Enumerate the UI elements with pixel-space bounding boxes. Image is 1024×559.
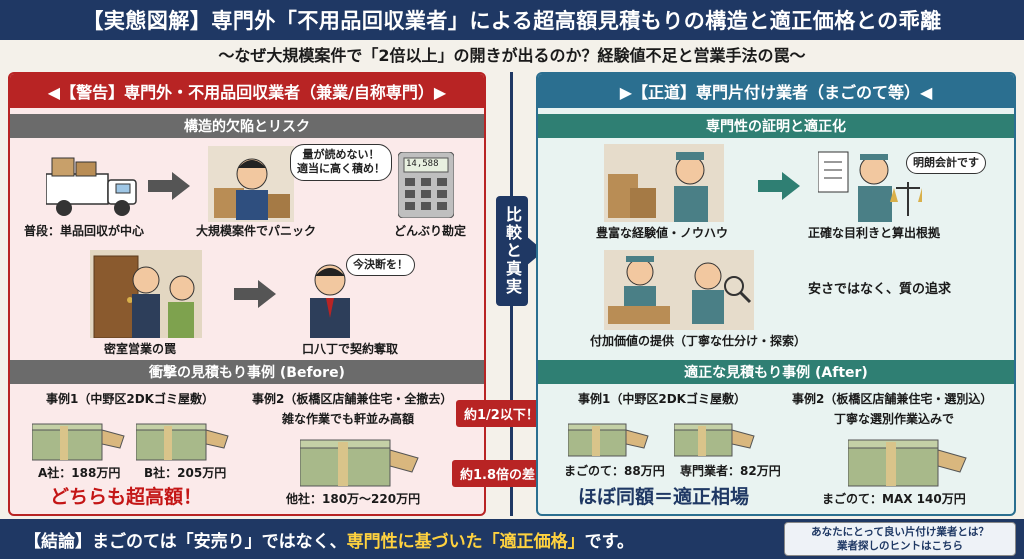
after-case1-title: 事例1（中野区2DKゴミ屋敷）	[578, 392, 746, 406]
conclusion-suffix: です。	[584, 531, 634, 552]
after-cases-heading: 適正な見積もり事例 (After)	[538, 360, 1014, 384]
compare-arrow-icon	[526, 236, 544, 266]
structural-risk-heading: 構造的欠陥とリスク	[10, 114, 484, 138]
before-case1-title: 事例1（中野区2DKゴミ屋敷）	[46, 392, 214, 406]
truck-icon	[46, 157, 137, 216]
salesman-icon	[310, 264, 350, 338]
professional-panel: ▶【正道】専門片付け業者（まごのて等）◀ 専門性の証明と適正化 豊富な経験値・ノ…	[536, 72, 1016, 516]
hint-line-1[interactable]: あなたにとって良い片付け業者とは？	[811, 526, 989, 538]
page-title: 【実態図解】専門外「不用品回収業者」による超高額見積もりの構造と適正価格との乖離	[0, 0, 1024, 40]
before-conclusion: どちらも超高額！	[50, 486, 203, 508]
panic-speech-bubble: 量が読めない！ 適当に高く積め！	[290, 144, 392, 181]
before-cases-heading: 衝撃の見積もり事例 (Before)	[10, 360, 484, 384]
large-money-stack-icon	[848, 439, 967, 487]
conclusion-highlight: 専門性に基づいた「適正価格」	[346, 531, 585, 552]
experienced-worker-icon	[604, 144, 724, 222]
quality-statement: 安さではなく、質の追求	[808, 282, 952, 297]
sales-talk-caption: 口八丁で契約奪取	[302, 342, 399, 356]
salesman-speech-bubble: 今決断を！	[346, 254, 415, 277]
other-company-price: 他社：180万～220万円	[286, 492, 421, 506]
accurate-caption: 正確な目利きと算出根拠	[808, 226, 941, 240]
professional-panel-header: ▶【正道】専門片付け業者（まごのて等）◀	[538, 74, 1014, 108]
company-a-price: A社：188万円	[38, 466, 121, 480]
half-price-tag: 約1/2以下！	[456, 400, 547, 427]
before-case2-note: 雑な作業でも軒並み高額	[282, 412, 415, 426]
hint-line-2[interactable]: 業者探しのヒントはこちら	[837, 540, 963, 553]
closed-door-sales-icon	[90, 250, 202, 338]
magonote-case1-price: まごのて：88万円	[564, 464, 665, 478]
money-stack-icon	[32, 423, 125, 461]
panicking-worker-icon	[208, 146, 294, 222]
arrow-right-icon	[148, 172, 190, 200]
page-subtitle: ～なぜ大規模案件で「2倍以上」の開きが出るのか？経験値不足と営業手法の罠～	[0, 40, 1024, 68]
warning-panel: ◀【警告】専門外・不用品回収業者（兼業/自称専門）▶ 構造的欠陥とリスク 普段：…	[8, 72, 486, 516]
money-stack-icon	[136, 423, 229, 461]
arrow-right-icon	[758, 172, 800, 200]
conclusion-prefix: 【結論】まごのては「安売り」ではなく、	[24, 531, 347, 552]
closed-room-caption: 密室営業の罠	[104, 342, 177, 356]
appraiser-icon	[818, 151, 922, 222]
after-conclusion: ほぼ同額＝適正相場	[578, 486, 750, 508]
warning-panel-header: ◀【警告】専門外・不用品回収業者（兼業/自称専門）▶	[10, 74, 484, 108]
compare-label: 比較と真実	[496, 196, 528, 306]
conclusion-text: 【結論】まごのては「安売り」ではなく、専門性に基づいた「適正価格」です。	[24, 519, 634, 559]
panic-caption: 大規模案件でパニック	[196, 224, 317, 238]
honest-billing-bubble: 明朗会計です	[906, 152, 986, 175]
truck-caption: 普段：単品回収が中心	[24, 224, 145, 238]
company-b-price: B社：205万円	[144, 466, 227, 480]
arrow-right-icon	[234, 280, 276, 308]
money-stack-icon	[568, 423, 649, 457]
sorting-workers-icon	[604, 250, 754, 330]
after-case2-note: 丁寧な選別作業込みで	[834, 412, 955, 426]
panic-bubble-line-1: 量が読めない！	[302, 148, 380, 161]
value-add-caption: 付加価値の提供（丁寧な仕分け・探索）	[590, 334, 807, 348]
specialist-case1-price: 専門業者：82万円	[680, 464, 781, 478]
panic-bubble-line-2: 適当に高く積め！	[297, 162, 385, 176]
calculator-icon	[398, 152, 454, 218]
after-case2-title: 事例2（板橋区店舗兼住宅・選別込）	[792, 392, 993, 406]
magonote-case2-price: まごのて：MAX 140万円	[822, 492, 966, 506]
calculator-display: 14,588	[406, 159, 439, 169]
hint-link-box[interactable]: あなたにとって良い片付け業者とは？ 業者探しのヒントはこちら	[784, 522, 1016, 556]
calculator-caption: どんぶり勘定	[394, 224, 467, 238]
large-money-stack-icon	[300, 439, 419, 487]
expertise-heading: 専門性の証明と適正化	[538, 114, 1014, 138]
experience-caption: 豊富な経験値・ノウハウ	[596, 226, 729, 240]
before-case2-title: 事例2（板橋区店舗兼住宅・全撤去）	[252, 392, 453, 406]
money-stack-icon	[674, 423, 755, 457]
